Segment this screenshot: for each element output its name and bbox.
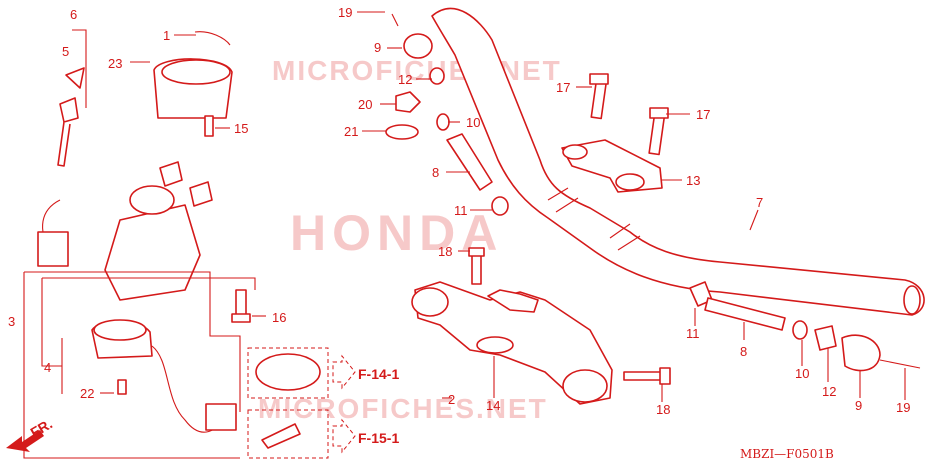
part-label: 16 [272,310,286,325]
part-label: 8 [432,165,439,180]
part-label: 17 [556,80,570,95]
part-label: 8 [740,344,747,359]
reference-f-15-1[interactable]: F-15-1 [358,430,399,446]
right-bar-end-parts [623,281,921,385]
part-label: 14 [486,398,500,413]
part-label: 7 [756,195,763,210]
diagram-code: MBZI—F0501B [740,447,834,461]
part-label: 10 [795,366,809,381]
part-label: 12 [822,384,836,399]
watermark-brand: HONDA [290,205,503,261]
part-label: 1 [163,28,170,43]
part-label: 9 [374,40,381,55]
part-label: 3 [8,314,15,329]
part-label: 11 [686,326,700,341]
top-bridge [411,247,613,405]
part-label: 11 [454,203,468,218]
handlebar-holder [561,73,669,193]
part-label: 23 [108,56,122,71]
part-label: 19 [896,400,910,415]
part-label: 17 [696,107,710,122]
handlebar [431,7,925,316]
part-label: 9 [855,398,862,413]
reference-f-14-1[interactable]: F-14-1 [358,366,399,382]
part-label: 5 [62,44,69,59]
part-label: 18 [656,402,670,417]
part-label: 6 [70,7,77,22]
part-number-labels: 6 5 23 1 15 3 4 22 16 2 19 9 12 20 21 10… [8,5,910,417]
part-label: 12 [398,72,412,87]
part-label: 20 [358,97,372,112]
leader-lines [100,11,906,402]
part-label: 21 [344,124,358,139]
part-label: 2 [448,392,455,407]
part-label: 15 [234,121,248,136]
part-label: 13 [686,173,700,188]
watermark-site-bottom: MICROFICHES.NET [258,393,548,424]
part-label: 22 [80,386,94,401]
part-label: 19 [338,5,352,20]
part-label: 18 [438,244,452,259]
ignition-switch-assembly [37,31,251,323]
grouping-lines [23,29,256,459]
part-label: 10 [466,115,480,130]
left-bar-end-parts [385,13,509,216]
arrow-icon [6,430,44,452]
front-direction-arrow: FR. [6,415,55,452]
part-label: 4 [44,360,51,375]
watermark-site-top: MICROFICHES.NET [272,55,562,86]
reference-callouts [247,347,356,459]
switch-and-harness [91,319,237,433]
